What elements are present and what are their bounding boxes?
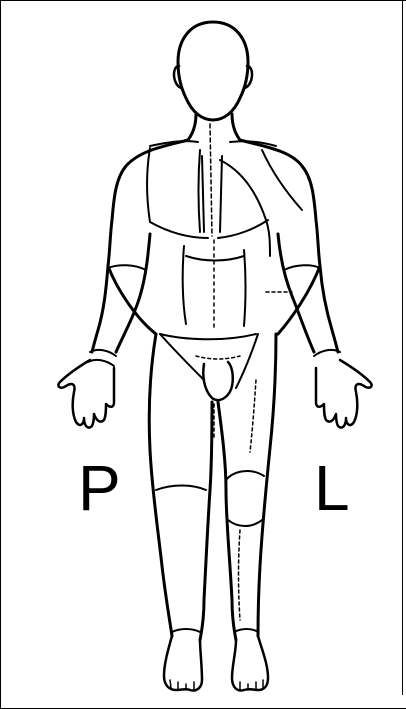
neck-right xyxy=(232,114,240,140)
right-upper-arm-band xyxy=(284,265,320,270)
neck-left xyxy=(188,114,196,140)
sternum-right xyxy=(220,156,222,232)
groin-dotted xyxy=(196,356,240,359)
abdomen-right xyxy=(244,250,246,326)
left-ankle-band xyxy=(172,629,200,632)
sternum-left xyxy=(202,156,204,232)
right-leg-inner xyxy=(218,402,236,640)
groin-right-diagonal xyxy=(236,334,258,388)
genital-outline xyxy=(203,362,233,400)
left-knee-band xyxy=(156,486,206,491)
right-ankle-band xyxy=(234,629,258,632)
left-wrist-band xyxy=(90,350,116,356)
left-leg-outer xyxy=(149,334,172,636)
right-knee-outline xyxy=(226,471,264,480)
abdomen-top xyxy=(186,256,244,261)
abdomen-left xyxy=(183,246,186,324)
left-chest-vertical xyxy=(199,150,201,232)
right-chest-curve xyxy=(220,160,270,256)
right-leg-outer xyxy=(258,334,276,636)
left-upper-arm-band xyxy=(108,265,146,270)
left-arm-outer xyxy=(92,266,108,352)
right-chest-lower xyxy=(218,220,268,238)
left-hand xyxy=(58,360,114,428)
right-shin-line xyxy=(239,530,241,620)
right-arm-outer xyxy=(320,266,338,352)
side-label-left: P xyxy=(78,456,121,520)
right-wrist-band xyxy=(314,350,340,356)
left-leg-inner xyxy=(200,402,212,640)
right-hand xyxy=(316,360,372,428)
right-thigh-dotted xyxy=(250,380,256,452)
left-deltoid-line xyxy=(147,148,150,222)
chest-center-line xyxy=(210,124,212,236)
left-wrist-band-2 xyxy=(88,360,114,366)
head-outline xyxy=(178,22,248,120)
groin-top xyxy=(160,334,256,339)
waist-left xyxy=(108,266,156,334)
right-knee-lower xyxy=(228,520,262,526)
side-label-right: L xyxy=(314,456,350,520)
